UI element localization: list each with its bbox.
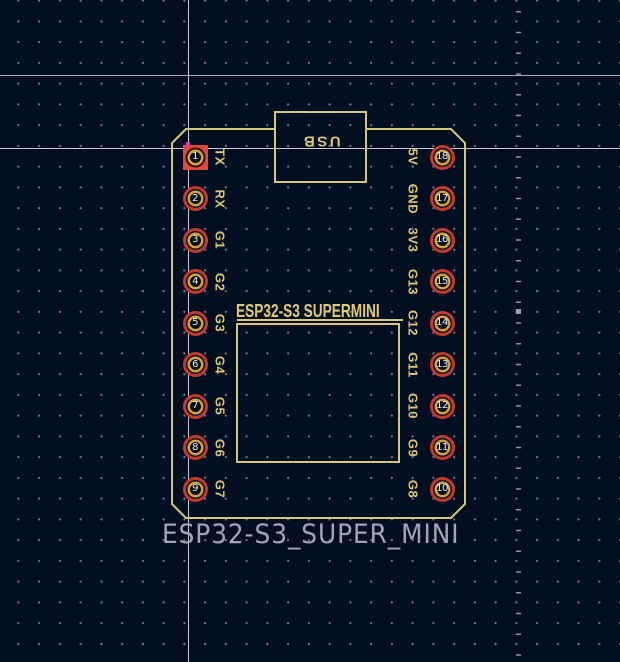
pin-label-g9[interactable]: G9 <box>405 438 421 457</box>
pad-hole <box>189 193 201 204</box>
pad-number: 15 <box>436 275 448 287</box>
pad-hole <box>189 234 201 246</box>
usb-connector-label[interactable]: USB <box>301 132 341 150</box>
pin-label-g10[interactable]: G10 <box>405 392 421 420</box>
pad-hole <box>436 359 448 370</box>
pin-label-rx[interactable]: RX <box>212 188 228 209</box>
pad-number: 2 <box>192 192 198 204</box>
pad-number: 12 <box>436 399 448 411</box>
pad-14[interactable]: 14 <box>430 311 455 336</box>
pad-6[interactable]: 6 <box>183 352 208 377</box>
pad-3[interactable]: 3 <box>183 228 208 253</box>
pad-hole <box>436 483 448 495</box>
pad-hole <box>436 400 448 412</box>
pad-hole <box>436 193 448 204</box>
pad-hole <box>436 317 448 329</box>
pad-hole <box>436 442 448 453</box>
pad-17[interactable]: 17 <box>430 186 455 211</box>
pin-label-gnd[interactable]: GND <box>405 183 421 214</box>
pin-label-g5[interactable]: G5 <box>212 396 228 416</box>
pad-hole <box>436 151 448 163</box>
pin-label-tx[interactable]: TX <box>212 148 228 166</box>
usb-connector-outline[interactable] <box>274 111 367 183</box>
pin-label-g4[interactable]: G4 <box>212 355 228 374</box>
grid-axis-dashed-column <box>516 0 521 662</box>
pad-number: 11 <box>436 441 448 453</box>
pad-hole <box>189 151 201 163</box>
pin-label-5v[interactable]: 5V <box>405 148 421 166</box>
pad-hole <box>189 359 201 370</box>
pad-7[interactable]: 7 <box>183 394 208 419</box>
pad-15[interactable]: 15 <box>430 269 455 294</box>
pad-12[interactable]: 12 <box>430 394 455 419</box>
pin-label-g11[interactable]: G11 <box>405 351 421 378</box>
pad-hole <box>189 442 201 453</box>
pad-number: 6 <box>192 358 198 370</box>
pad-number: 3 <box>192 233 198 245</box>
pin-label-g8[interactable]: G8 <box>405 479 421 499</box>
pad-number: 4 <box>192 275 198 287</box>
pad-number: 18 <box>436 150 448 162</box>
pin-label-g13[interactable]: G13 <box>405 268 421 295</box>
cursor-crosshair-horizontal <box>0 148 620 149</box>
pad-number: 13 <box>436 358 448 370</box>
pad-number: 16 <box>436 233 448 245</box>
pin-label-g12[interactable]: G12 <box>405 309 421 337</box>
pad-18[interactable]: 18 <box>430 145 455 170</box>
pad-hole <box>189 317 201 329</box>
pad-number: 5 <box>192 316 198 328</box>
pad-8[interactable]: 8 <box>183 435 208 460</box>
footprint-name-label[interactable]: ESP32-S3_SUPER_MINI <box>162 519 460 550</box>
pad-10[interactable]: 10 <box>430 477 455 502</box>
pad-hole <box>436 276 448 287</box>
footprint-outline[interactable] <box>171 128 466 519</box>
pin-label-g7[interactable]: G7 <box>212 479 228 499</box>
pad-5[interactable]: 5 <box>183 311 208 336</box>
pad-number: 9 <box>192 482 198 494</box>
silkscreen-title[interactable]: ESP32-S3 SUPERMINI <box>236 301 380 321</box>
pad-number: 14 <box>436 316 448 328</box>
pin-label-g6[interactable]: G6 <box>212 438 228 457</box>
grid-origin-marker <box>516 309 521 314</box>
pad-hole <box>189 483 201 495</box>
pad-13[interactable]: 13 <box>430 352 455 377</box>
pad-hole <box>189 276 201 287</box>
pad-number: 17 <box>436 192 448 204</box>
pad-4[interactable]: 4 <box>183 269 208 294</box>
module-body-outline[interactable] <box>236 323 400 463</box>
pin-label-g2[interactable]: G2 <box>212 272 228 291</box>
pad-number: 1 <box>192 150 198 162</box>
pad-number: 10 <box>436 482 448 494</box>
pin1-anchor-marker <box>186 142 190 146</box>
pad-number: 7 <box>192 399 198 411</box>
sheet-boundary-line-horizontal <box>0 75 620 76</box>
pad-number: 8 <box>192 441 198 453</box>
pad-1[interactable]: 1 <box>182 144 208 170</box>
pad-2[interactable]: 2 <box>183 186 208 211</box>
pin-label-g1[interactable]: G1 <box>212 230 228 250</box>
pin-label-g3[interactable]: G3 <box>212 313 228 333</box>
pad-hole <box>436 234 448 246</box>
pad-hole <box>189 400 201 412</box>
cursor-crosshair-vertical <box>188 0 189 662</box>
pad-11[interactable]: 11 <box>430 435 455 460</box>
pad-16[interactable]: 16 <box>430 228 455 253</box>
pin-label-3v3[interactable]: 3V3 <box>405 227 421 253</box>
pad-9[interactable]: 9 <box>183 477 208 502</box>
